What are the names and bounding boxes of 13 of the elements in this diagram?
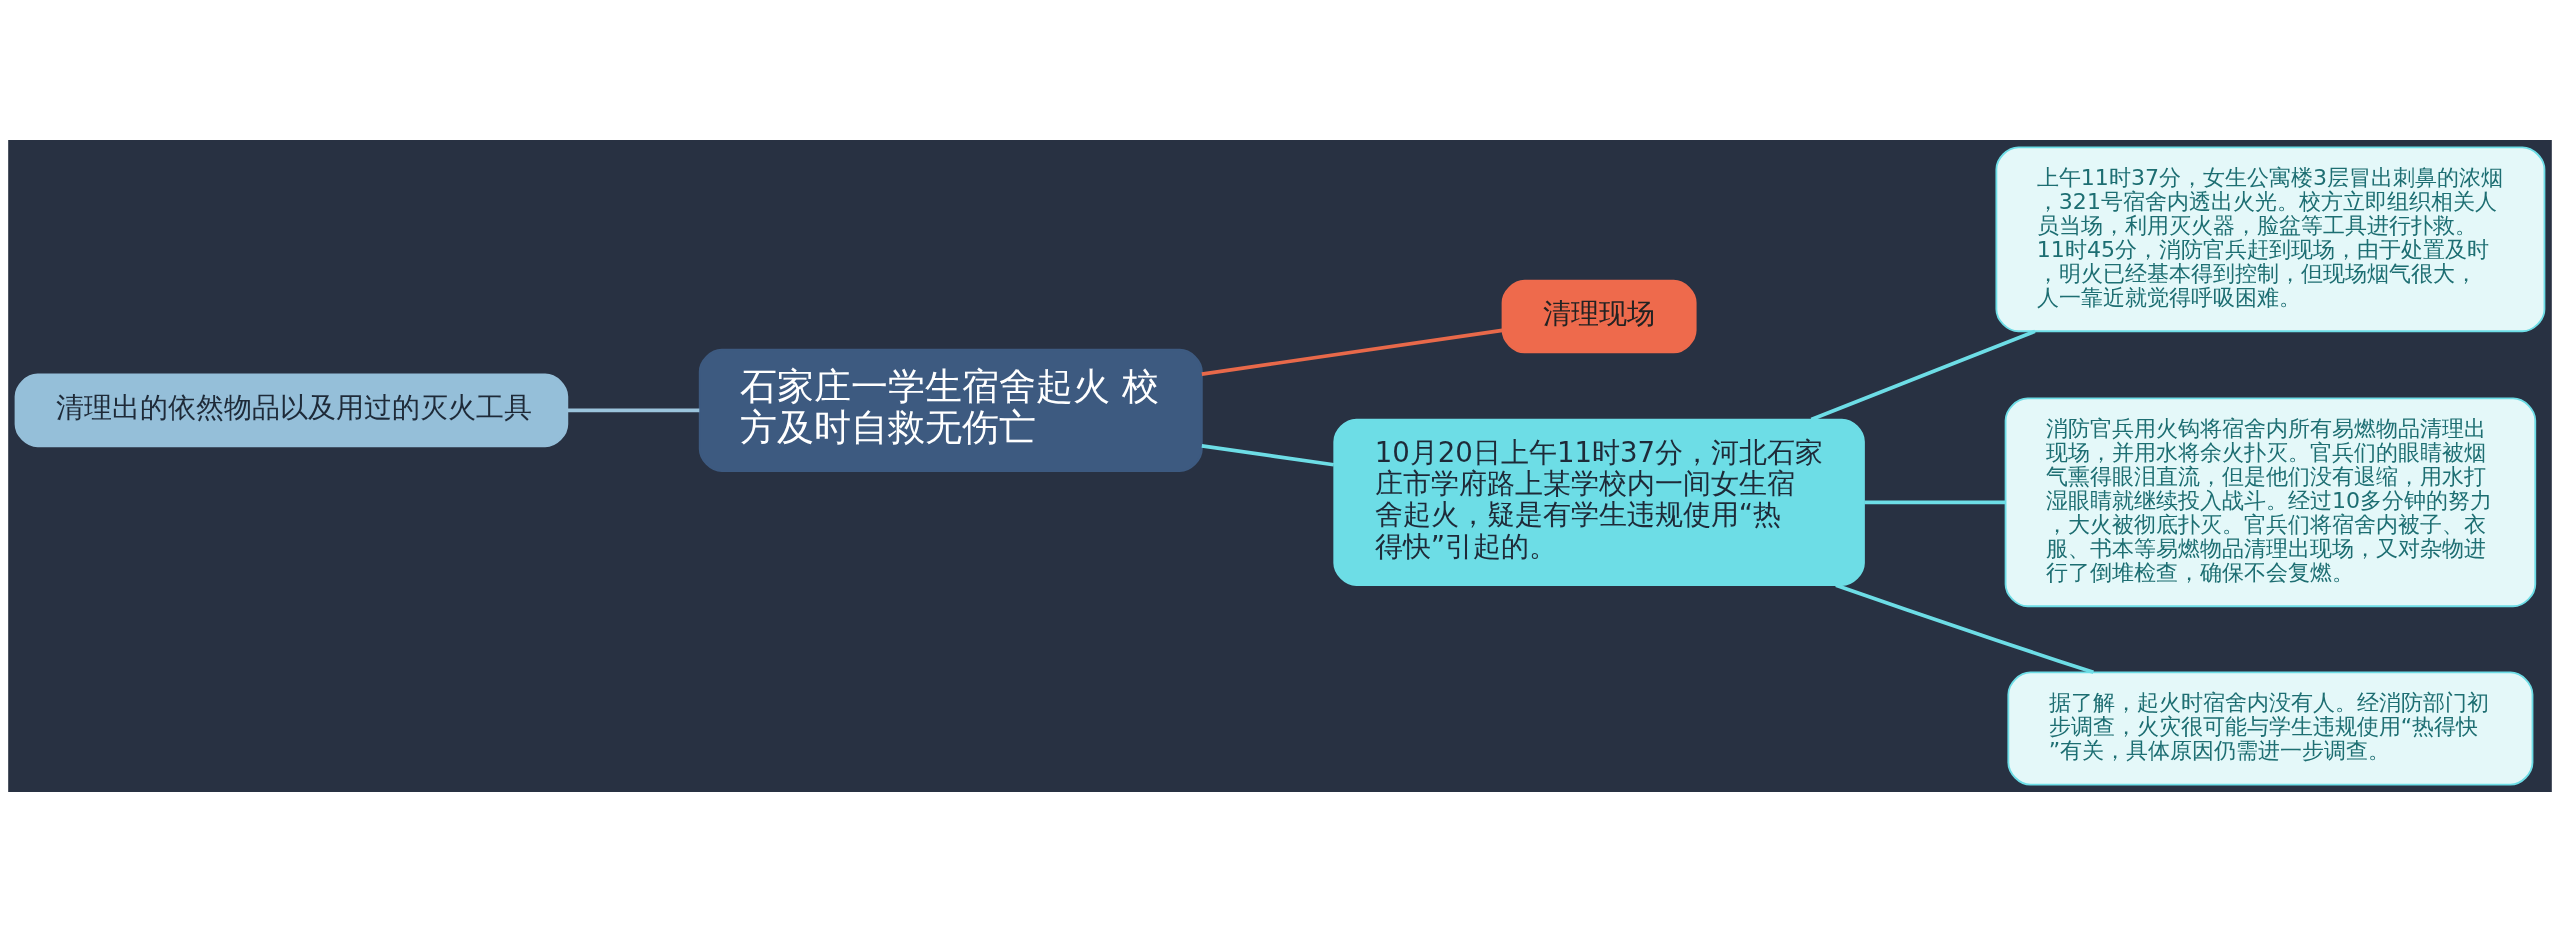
- node-box: 上午11时37分，女生公寓楼3层冒出刺鼻的浓烟，321号宿舍内透出火光。校方立即组织相关人员当场，利用灭火器，脸盆等工具进行扑救。11时45分，消防官兵赶到现场，由于处置及时，明火已经基本得到控制，但现场烟气很大，人一靠近就觉得呼吸困难。: [1995, 145, 2546, 332]
- node-box: 据了解，起火时宿舍内没有人。经消防部门初步调查，火灾很可能与学生违规使用“热得快”有关，具体原因仍需进一步调查。: [2007, 671, 2534, 786]
- connector: [1201, 443, 1334, 467]
- node-box: 10月20日上午11时37分，河北石家庄市学府路上某学校内一间女生宿舍起火，疑是有学生违规使用“热得快”引起的。: [1333, 418, 1865, 586]
- connector: [1835, 583, 2094, 674]
- connector: [567, 408, 700, 412]
- node-box: 清理出的依然物品以及用过的灭火工具: [14, 373, 569, 447]
- node-box: 石家庄一学生宿舍起火 校方及时自救无伤亡: [698, 348, 1203, 472]
- connector: [1864, 500, 2006, 504]
- connector: [1201, 328, 1503, 376]
- node-box: 清理现场: [1501, 279, 1697, 353]
- node-box: 消防官兵用火钩将宿舍内所有易燃物品清理出现场，并用水将余火扑灭。官兵们的眼睛被烟气熏得眼泪直流，但是他们没有退缩，用水打湿眼睛就继续投入战斗。经过10多分钟的努力，大火被彻底扑灭。官兵们将宿舍内被子、衣服、书本等易燃物品清理出现场，又对杂物进行了倒堆检查，确保不会复燃。: [2004, 397, 2537, 607]
- connector: [1810, 329, 2036, 421]
